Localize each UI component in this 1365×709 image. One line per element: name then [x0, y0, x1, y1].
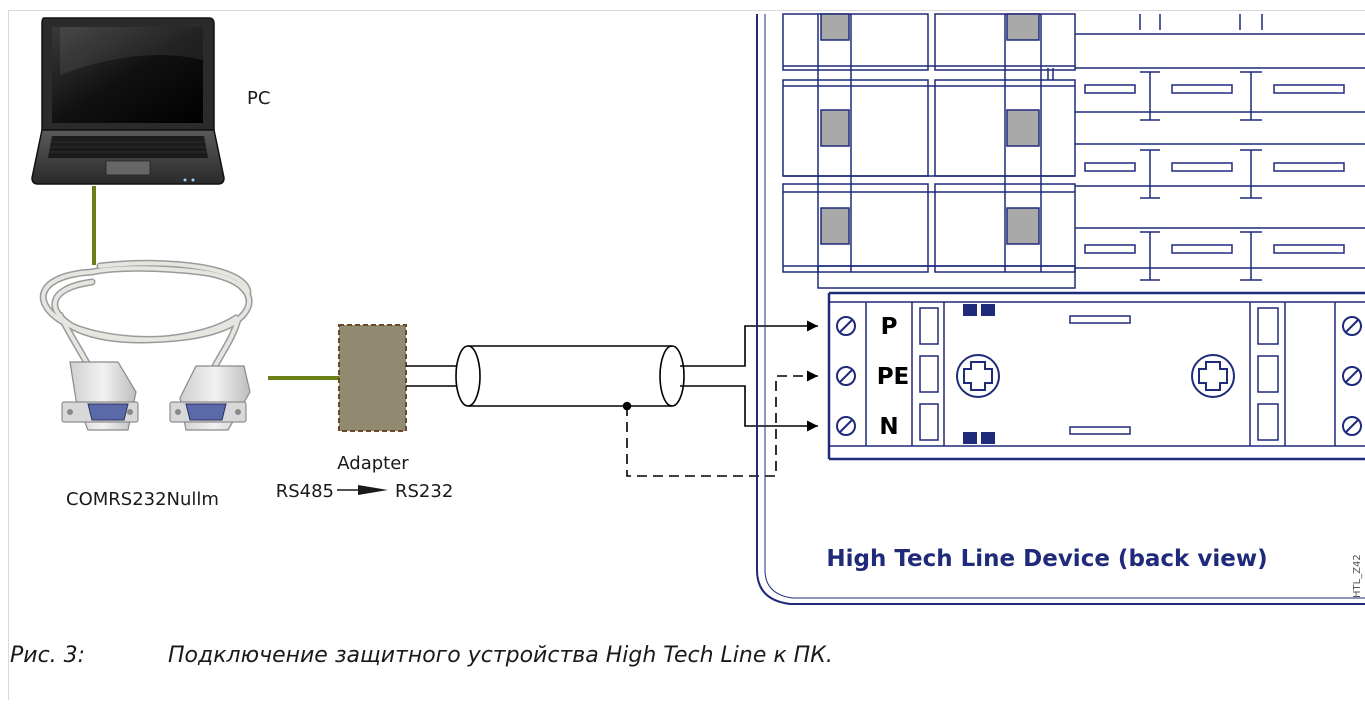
figure-caption-text: Подключение защитного устройства High Te…	[168, 643, 833, 668]
figure-frame	[8, 10, 1365, 700]
pc-label: PC	[247, 88, 270, 109]
laptop-icon	[31, 17, 225, 185]
db9-connector-right-icon	[169, 365, 251, 431]
figure-number: Рис. 3:	[10, 643, 86, 668]
adapter-to-label: RS232	[395, 481, 453, 502]
device-back-view	[756, 13, 1365, 605]
cable-label: COMRS232Nullm	[66, 489, 219, 510]
db9-connector-left-icon	[61, 361, 139, 431]
adapter-arrow-icon	[337, 485, 388, 495]
adapter-box	[338, 324, 407, 432]
null-modem-cable-icon	[39, 259, 253, 376]
shielded-cable	[406, 320, 818, 477]
adapter-from-label: RS485	[276, 481, 334, 502]
connection-diagram: PC COMRS232Nullm Adapter RS485 RS232 P P…	[31, 13, 1365, 605]
adapter-label: Adapter	[337, 453, 409, 474]
figure-caption: Рис. 3: Подключение защитного устройства …	[10, 643, 833, 668]
figure-id-label: HTL_Z42	[1352, 554, 1363, 598]
terminal-label-pe: PE	[877, 364, 910, 390]
device-title: High Tech Line Device (back view)	[826, 546, 1267, 572]
terminal-label-p: P	[881, 314, 898, 340]
terminal-label-n: N	[879, 414, 898, 440]
